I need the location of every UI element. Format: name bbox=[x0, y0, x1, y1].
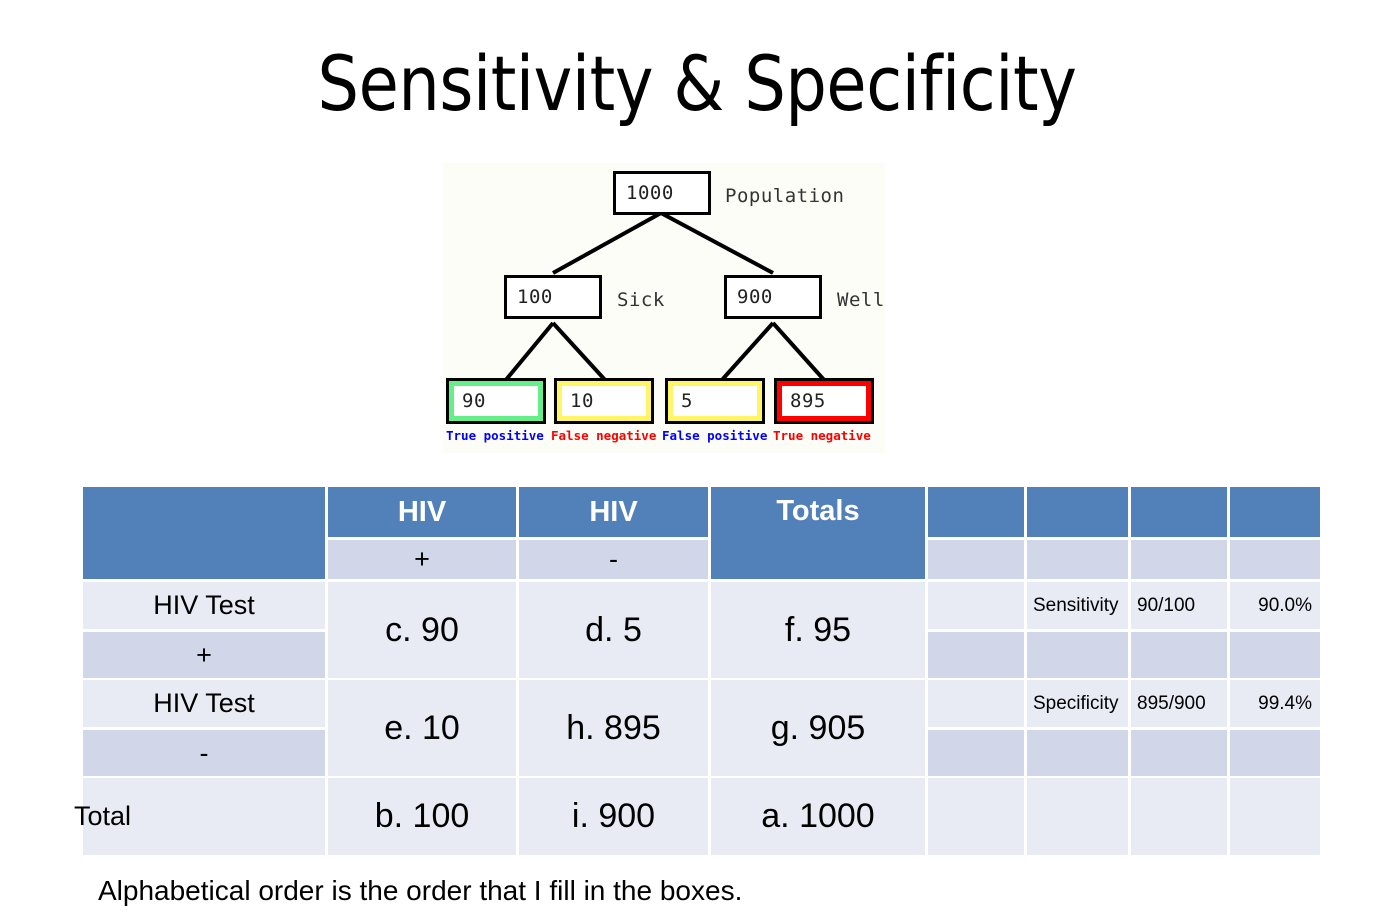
table-row-1-hiv-positive: c. 90 bbox=[328, 582, 516, 678]
table-row-1-metric-spacer-lower bbox=[928, 632, 1024, 678]
tree-leaf-value-false-negative: 10 bbox=[562, 386, 646, 416]
table-row-2-totals: g. 905 bbox=[711, 680, 925, 776]
table-row-3-hiv-negative-value: i. 900 bbox=[571, 797, 656, 835]
table-row-2-metric-ratio-value: 895/900 bbox=[1137, 692, 1206, 714]
tree-leaf-value-false-positive: 5 bbox=[673, 386, 757, 416]
tree-leaf-true-negative: 895 bbox=[774, 378, 874, 424]
tree-node-population: 1000 bbox=[613, 171, 711, 215]
tree-connector-lines bbox=[503, 211, 827, 383]
table-row-2-metric-percent-lower bbox=[1230, 730, 1320, 776]
tree-label-well: Well bbox=[837, 289, 885, 311]
table-subheader-metric-ratio bbox=[1131, 540, 1227, 579]
table-row-3-metric-spacer bbox=[928, 778, 1024, 855]
tree-leaf-value-true-positive: 90 bbox=[454, 386, 538, 416]
table-row-2-stub-line1: HIV Test bbox=[83, 680, 325, 727]
table-row-2-metric-percent: 99.4% bbox=[1230, 680, 1320, 727]
table-row-2-stub-line1-label: HIV Test bbox=[153, 688, 255, 718]
table-row-1-totals-value: f. 95 bbox=[784, 610, 852, 649]
table-row-3-metric-name bbox=[1027, 778, 1128, 855]
table-header-metric-percent bbox=[1230, 487, 1320, 537]
table-row-1-metric-ratio: 90/100 bbox=[1131, 582, 1227, 629]
tree-leaf-false-positive: 5 bbox=[665, 378, 765, 424]
table-row-2-hiv-negative-value: h. 895 bbox=[566, 708, 661, 747]
table-row-1-metric-name-lower bbox=[1027, 632, 1128, 678]
table-row-1-stub-line1: HIV Test bbox=[83, 582, 325, 629]
table-row-3-hiv-negative: i. 900 bbox=[519, 778, 708, 855]
footnote-text: Alphabetical order is the order that I f… bbox=[98, 875, 743, 906]
tree-leaf-label-true-negative: True negative bbox=[773, 428, 871, 443]
table-row-1-metric-ratio-lower bbox=[1131, 632, 1227, 678]
table-subheader-metric-percent bbox=[1230, 540, 1320, 579]
table-row-2-metric-name-label: Specificity bbox=[1033, 692, 1119, 714]
table-row-2-stub-line2: - bbox=[83, 730, 325, 776]
table-header-metric-name bbox=[1027, 487, 1128, 537]
table-row-1-totals: f. 95 bbox=[711, 582, 925, 678]
contingency-table: HIV + HIV - Totals HIV Test + c. 90 d. 5… bbox=[74, 487, 1320, 855]
table-header-hiv-positive-label: HIV bbox=[397, 495, 447, 528]
table-row-1-stub-line2-label: + bbox=[196, 639, 212, 670]
table-row-2-metric-spacer bbox=[928, 680, 1024, 727]
table-subheader-hiv-negative: - bbox=[519, 540, 708, 579]
table-row-2-metric-spacer-lower bbox=[928, 730, 1024, 776]
table-row-3-hiv-positive: b. 100 bbox=[328, 778, 516, 855]
table-subheader-hiv-positive: + bbox=[328, 540, 516, 579]
table-subheader-metric-spacer bbox=[928, 540, 1024, 579]
table-header-totals: Totals bbox=[711, 487, 925, 579]
table-row-1-hiv-negative: d. 5 bbox=[519, 582, 708, 678]
table-header-metric-ratio bbox=[1131, 487, 1227, 537]
table-row-3-totals: a. 1000 bbox=[711, 778, 925, 855]
table-subheader-hiv-positive-label: + bbox=[414, 544, 430, 574]
table-row-3-metric-percent bbox=[1230, 778, 1320, 855]
tree-leaf-true-positive: 90 bbox=[446, 378, 546, 424]
table-row-3-stub: Total bbox=[74, 778, 325, 855]
tree-node-well: 900 bbox=[724, 275, 822, 319]
table-row-2-metric-name: Specificity bbox=[1027, 680, 1128, 727]
table-row-2-totals-value: g. 905 bbox=[770, 708, 866, 747]
table-subheader-metric-name bbox=[1027, 540, 1128, 579]
tree-label-population: Population bbox=[725, 185, 845, 207]
page-title: Sensitivity & Specificity bbox=[317, 39, 1077, 128]
table-row-1-stub-line2: + bbox=[83, 632, 325, 678]
table-row-1-metric-ratio-value: 90/100 bbox=[1137, 594, 1196, 616]
table-row-3-hiv-positive-value: b. 100 bbox=[374, 797, 470, 835]
table-row-1-metric-name: Sensitivity bbox=[1027, 582, 1128, 629]
tree-label-sick: Sick bbox=[617, 289, 665, 311]
table-header-totals-label: Totals bbox=[776, 495, 860, 527]
table-header-corner bbox=[83, 487, 325, 579]
population-tree-diagram: 1000 Population 100 Sick 900 Well 90 Tru… bbox=[443, 163, 885, 453]
table-row-2-metric-ratio-lower bbox=[1131, 730, 1227, 776]
tree-leaf-label-false-positive: False positive bbox=[662, 428, 768, 443]
tree-leaf-false-negative: 10 bbox=[554, 378, 654, 424]
table-row-1-hiv-positive-value: c. 90 bbox=[385, 610, 459, 649]
tree-node-sick: 100 bbox=[504, 275, 602, 319]
tree-leaf-label-true-positive: True positive bbox=[446, 428, 544, 443]
table-subheader-hiv-negative-label: - bbox=[609, 544, 618, 574]
table-row-2-hiv-positive: e. 10 bbox=[328, 680, 516, 776]
table-row-3-stub-label: Total bbox=[74, 801, 132, 831]
table-row-1-hiv-negative-value: d. 5 bbox=[585, 610, 642, 649]
table-header-hiv-negative: HIV bbox=[519, 487, 708, 537]
table-header-metric-spacer bbox=[928, 487, 1024, 537]
table-row-1-metric-percent: 90.0% bbox=[1230, 582, 1320, 629]
table-row-2-hiv-negative: h. 895 bbox=[519, 680, 708, 776]
table-row-2-metric-percent-value: 99.4% bbox=[1258, 692, 1312, 714]
table-row-3-totals-value: a. 1000 bbox=[761, 797, 875, 835]
table-row-2-metric-name-lower bbox=[1027, 730, 1128, 776]
table-row-2-stub-line2-label: - bbox=[199, 737, 209, 768]
table-row-2-hiv-positive-value: e. 10 bbox=[384, 708, 460, 747]
table-row-1-stub-line1-label: HIV Test bbox=[153, 590, 255, 620]
table-row-1-metric-percent-lower bbox=[1230, 632, 1320, 678]
tree-leaf-value-true-negative: 895 bbox=[782, 386, 866, 416]
table-header-hiv-positive: HIV bbox=[328, 487, 516, 537]
tree-leaf-label-false-negative: False negative bbox=[551, 428, 657, 443]
table-row-1-metric-percent-value: 90.0% bbox=[1258, 594, 1312, 616]
table-row-3-metric-ratio bbox=[1131, 778, 1227, 855]
table-row-1-metric-spacer bbox=[928, 582, 1024, 629]
table-row-1-metric-name-label: Sensitivity bbox=[1033, 594, 1119, 616]
table-header-hiv-negative-label: HIV bbox=[589, 495, 638, 528]
table-row-2-metric-ratio: 895/900 bbox=[1131, 680, 1227, 727]
